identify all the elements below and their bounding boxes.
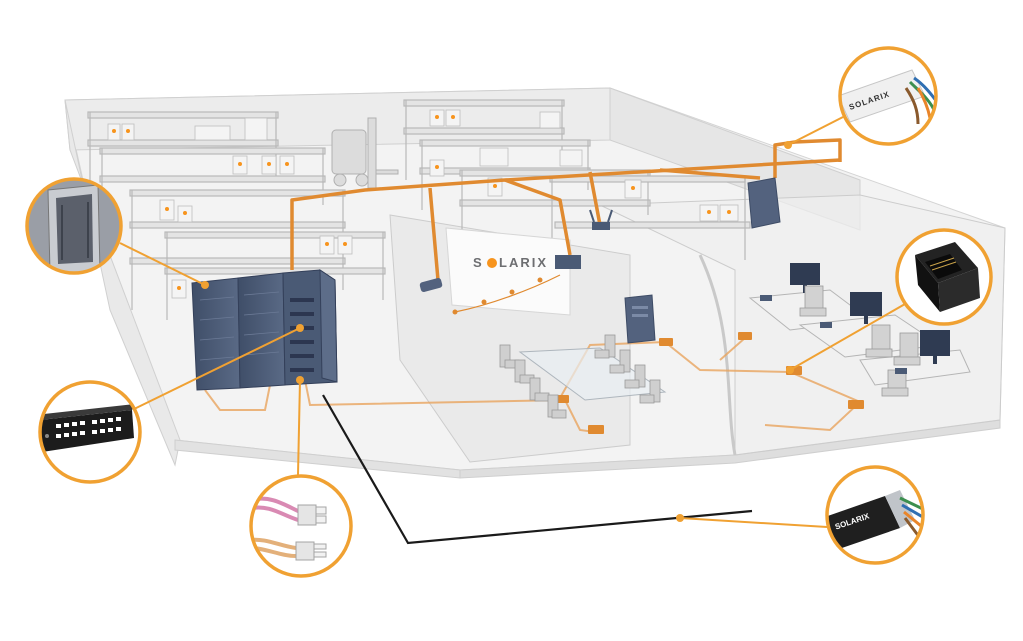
solarix-wall-sign: S LARIX: [446, 228, 570, 315]
rack-cabinet-1: [192, 278, 240, 390]
floor-server-tower: [625, 295, 655, 343]
access-switch: [555, 255, 581, 269]
callout-rack-cabinet: [26, 178, 122, 274]
sign-logo-left: S: [473, 255, 484, 270]
callout-fiber-patchcord: [250, 476, 351, 576]
rack-cabinet-2: [238, 273, 285, 388]
callout-shielded-cable: SOLARIX: [822, 467, 928, 563]
callout-keystone-jack: [897, 230, 991, 324]
callout-utp-cable: SOLARIX: [838, 48, 940, 144]
sign-logo-right: LARIX: [499, 255, 548, 270]
rack-door-open: [320, 270, 337, 382]
server-racks: [192, 270, 337, 390]
callout-patch-panel: [40, 382, 140, 482]
logo-sun-icon: [487, 258, 497, 268]
wall-distribution-box: [748, 178, 780, 228]
